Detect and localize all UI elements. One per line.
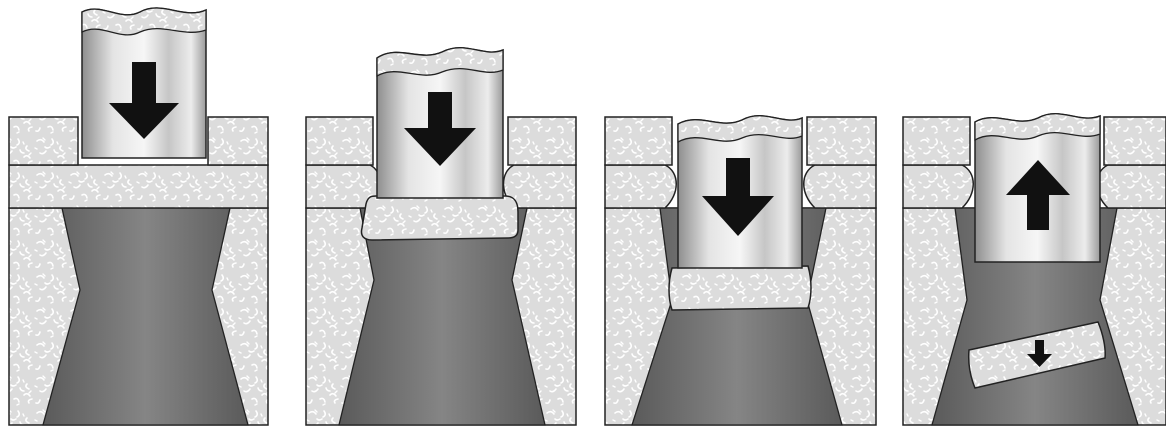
stripper-right: [208, 117, 268, 165]
punch-cut-face: [975, 114, 1100, 140]
sheared-slug: [361, 196, 518, 240]
sheet-material: [9, 165, 268, 208]
stripper-right: [807, 117, 876, 165]
sheared-slug: [669, 266, 811, 310]
sheet-left: [605, 165, 676, 208]
stripper-left: [9, 117, 78, 165]
sheet-left: [903, 165, 973, 208]
punch-cut-face: [377, 48, 503, 76]
stripper-right: [508, 117, 576, 165]
panel-3: [605, 116, 876, 425]
panel-4: [903, 114, 1166, 425]
die-cavity: [43, 208, 248, 425]
panel-2: [306, 48, 576, 425]
stripper-right: [1104, 117, 1166, 165]
punch-cut-face: [678, 116, 802, 142]
stripper-left: [605, 117, 672, 165]
sheet-right: [804, 165, 876, 208]
stripper-left: [903, 117, 970, 165]
sheet-right: [1097, 165, 1166, 208]
stripper-left: [306, 117, 373, 165]
panel-1: [9, 8, 268, 425]
